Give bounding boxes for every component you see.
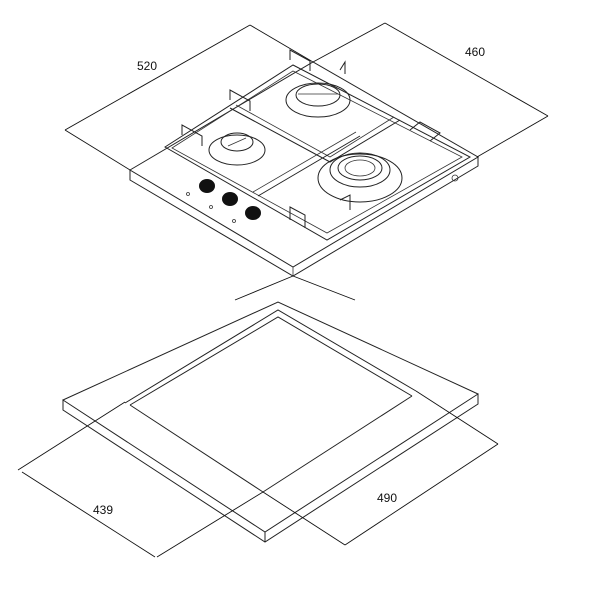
dim-line-520 — [64, 24, 251, 131]
dim-label-490: 490 — [377, 491, 398, 505]
gas-hob — [129, 49, 479, 277]
grate-divider — [229, 107, 401, 163]
countertop-top — [61, 301, 480, 533]
wok-burner — [317, 152, 403, 203]
left-burner — [208, 132, 266, 166]
grate-outer — [164, 64, 472, 241]
grate-prongs — [181, 49, 441, 228]
countertop-edge — [62, 394, 479, 543]
dim-line-490 — [344, 443, 499, 546]
control-knobs — [186, 179, 261, 223]
dim-line-439 — [21, 471, 156, 558]
knob-3 — [245, 206, 261, 220]
knob-1 — [199, 179, 215, 193]
dim-label-439: 439 — [93, 503, 114, 517]
hob-side-outline — [129, 157, 479, 277]
dim-line-460 — [384, 22, 549, 117]
knob-2 — [222, 192, 238, 206]
dim-label-520: 520 — [137, 59, 158, 73]
hob-top-outline — [129, 61, 479, 268]
rear-burner — [285, 82, 351, 118]
dim-label-460: 460 — [465, 45, 486, 59]
cutout-outline — [124, 309, 417, 404]
hob-dimensions — [64, 22, 549, 301]
countertop-cutout — [17, 301, 499, 558]
